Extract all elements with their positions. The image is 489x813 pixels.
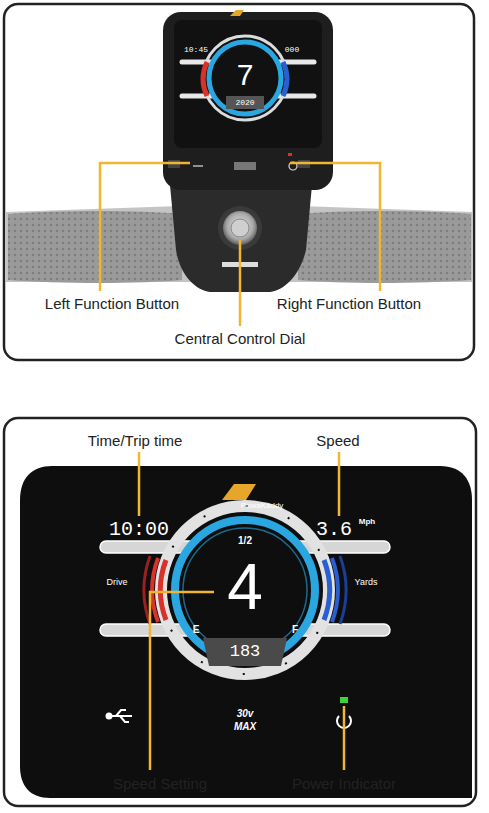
left-grip xyxy=(8,211,182,283)
mount-slot xyxy=(222,262,258,267)
power-indicator-led xyxy=(340,697,348,703)
control-dial xyxy=(223,211,257,245)
display-label: F xyxy=(292,624,298,635)
display-label: Drive xyxy=(106,578,127,588)
speed-setting-digit: 7 xyxy=(237,58,254,91)
display-value: 3.6 xyxy=(316,519,352,541)
pk-logo xyxy=(222,484,256,500)
leader-line xyxy=(338,452,341,516)
model-badge: 30v xyxy=(237,708,254,719)
leader-line xyxy=(290,163,380,291)
control-mount xyxy=(170,185,312,292)
display-value: 183 xyxy=(230,643,261,662)
leader-line xyxy=(138,452,141,516)
display-label: Yards xyxy=(355,578,378,588)
yardage-box xyxy=(203,638,287,666)
part-name: Speed Setting xyxy=(113,776,207,793)
display-value: 000 xyxy=(285,46,299,55)
display-screen xyxy=(20,466,472,798)
display-value: 2020 xyxy=(235,99,254,108)
display-value: 10:45 xyxy=(184,46,208,55)
leader-line xyxy=(343,706,346,770)
panel-border xyxy=(4,4,474,360)
display-label: E xyxy=(193,624,200,635)
display-value: 10:00 xyxy=(109,519,169,541)
leader-line xyxy=(150,592,214,770)
model-badge: MAX xyxy=(234,721,256,732)
part-name: Right Function Button xyxy=(277,296,421,313)
display-label: 1/2 xyxy=(238,535,252,546)
power-icon xyxy=(337,711,351,728)
display-screen xyxy=(174,20,322,148)
part-name: Power Indicator xyxy=(292,776,396,793)
right-grip xyxy=(298,211,471,283)
usb-icon xyxy=(107,710,133,722)
panel-border xyxy=(4,418,476,806)
part-name: Speed xyxy=(316,433,359,450)
display-unit: Mph xyxy=(359,518,375,527)
display-housing xyxy=(163,12,333,190)
leader-line xyxy=(100,163,190,291)
part-name: Time/Trip time xyxy=(88,433,183,450)
brand-name: PowaKaddy xyxy=(241,502,284,511)
part-name: Left Function Button xyxy=(45,296,179,313)
part-name: Central Control Dial xyxy=(175,331,306,348)
leader-line xyxy=(239,240,242,326)
speed-setting-digit: 4 xyxy=(227,552,263,622)
